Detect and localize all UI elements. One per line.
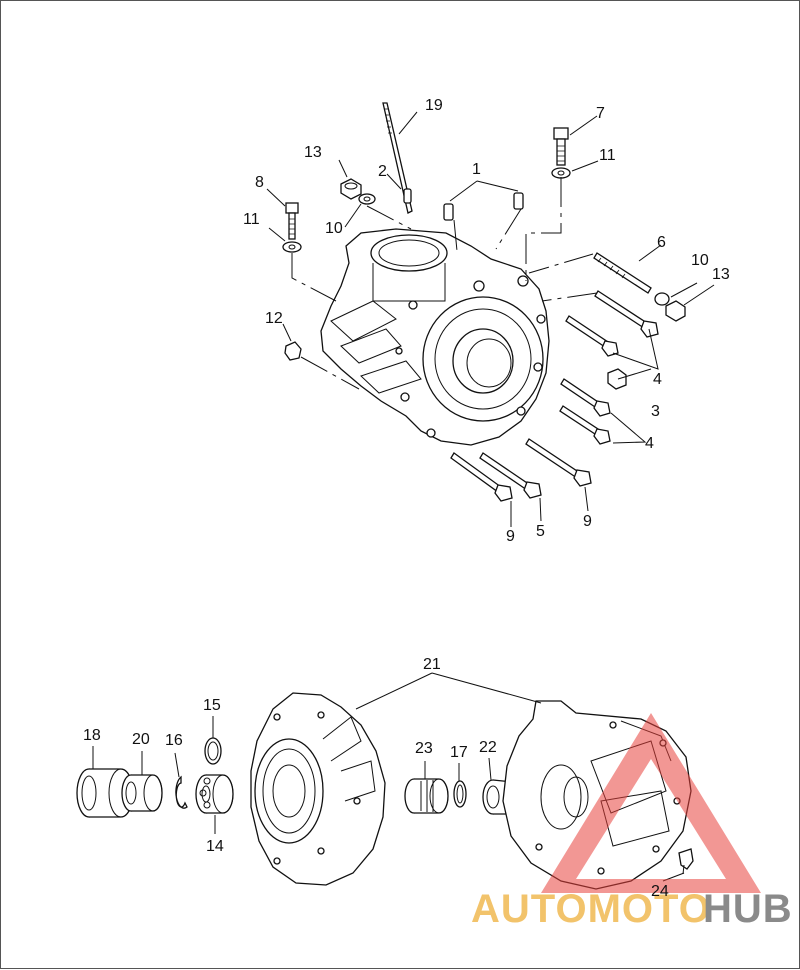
part-7-bolt: [553, 127, 569, 166]
callout-21: 21: [423, 656, 441, 673]
part-8-bolt: [285, 202, 299, 240]
callout-14: 14: [206, 838, 224, 855]
part-3-plug: [607, 368, 627, 390]
part-4-bolt-a: [594, 290, 659, 338]
automotohub-watermark: AUTOMOTO HUB: [471, 713, 793, 931]
callout-labels: 19 7 13 1 2 11 8 11 10 6 10 13 12 4 3 4 …: [83, 97, 730, 900]
upper-leader-lines: [266, 111, 715, 527]
callout-10-left: 10: [325, 220, 343, 237]
callout-24: 24: [651, 883, 669, 900]
callout-11-right: 11: [599, 147, 616, 164]
part-10-washer-left: [358, 193, 376, 205]
lower-leader-lines: [92, 672, 685, 882]
part-17-ring: [453, 780, 467, 808]
watermark-triangle-icon: [541, 713, 761, 893]
part-11-washer-right: [551, 167, 571, 179]
callout-5: 5: [536, 523, 545, 540]
callout-9-right: 9: [583, 513, 592, 530]
callout-4-upper: 4: [653, 371, 662, 388]
callout-1: 1: [472, 161, 481, 178]
callout-15: 15: [203, 697, 221, 714]
callout-13-left: 13: [304, 144, 322, 161]
callout-11-left: 11: [243, 211, 260, 228]
part-21-case-left: [250, 692, 386, 886]
callout-2: 2: [378, 163, 387, 180]
part-4-bolt-c: [560, 378, 611, 417]
part-6-bolt: [593, 252, 652, 294]
part-1-dowel-a: [443, 203, 454, 221]
part-13-nut-left: [340, 178, 362, 200]
watermark-automoto-text: AUTOMOTO: [471, 887, 711, 931]
part-24-fitting: [678, 848, 694, 875]
callout-20: 20: [132, 731, 150, 748]
callout-23: 23: [415, 740, 433, 757]
part-10-washer-right: [654, 292, 670, 306]
callout-3: 3: [651, 403, 660, 420]
part-1-dowel-b: [513, 192, 524, 210]
callout-10-right: 10: [691, 252, 709, 269]
part-23-needle-bearing: [404, 778, 449, 814]
callout-12: 12: [265, 310, 283, 327]
part-5-bolt: [479, 452, 542, 499]
part-21-case-right: [502, 700, 692, 890]
part-12-plug: [284, 341, 302, 361]
callout-7: 7: [596, 105, 605, 122]
part-4-bolt-b: [565, 315, 619, 357]
callout-22: 22: [479, 739, 497, 756]
callout-6: 6: [657, 234, 666, 251]
callout-9-left: 9: [506, 528, 515, 545]
part-11-washer-left: [282, 241, 302, 253]
part-9-bolt-a: [450, 452, 513, 502]
part-20-sleeve: [121, 774, 163, 812]
part-14-bearing: [195, 774, 234, 814]
crankcase-upper: [320, 228, 550, 446]
part-2-dowel: [403, 188, 412, 204]
part-9-bolt-b: [525, 438, 592, 487]
part-4-bolt-d: [559, 405, 611, 445]
callout-13-right: 13: [712, 266, 730, 283]
callout-17: 17: [450, 744, 468, 761]
watermark-hub-text: HUB: [703, 887, 793, 931]
part-13-nut-right: [665, 300, 686, 322]
callout-16: 16: [165, 732, 183, 749]
callout-4-lower: 4: [645, 435, 654, 452]
part-19-stud: [382, 102, 413, 214]
callout-19: 19: [425, 97, 443, 114]
callout-18: 18: [83, 727, 101, 744]
callout-8: 8: [255, 174, 264, 191]
part-15-ring: [204, 737, 222, 765]
part-16-snap-ring: [175, 775, 188, 809]
